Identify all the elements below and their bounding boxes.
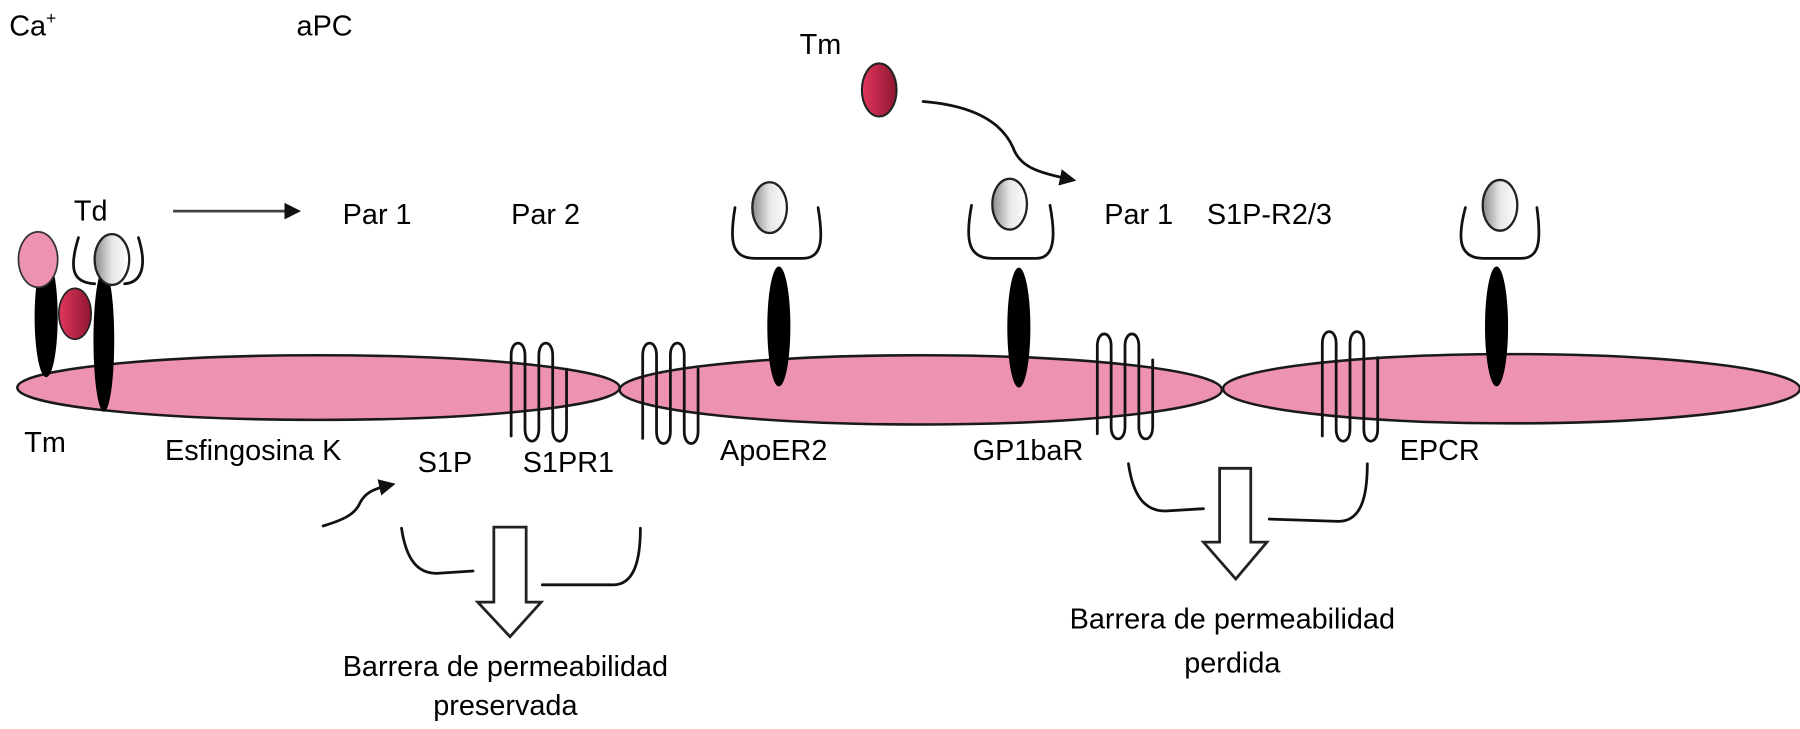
serpentine-receptor-par1 xyxy=(1095,332,1155,441)
cell-membrane xyxy=(16,352,1800,426)
hollow-down-arrow-right xyxy=(1200,466,1270,582)
s1p-r23-label: S1P-R2/3 xyxy=(1207,199,1332,231)
outcome-preserved-line1: Barrera de permeabilidad xyxy=(343,651,668,683)
s1p-label: S1P xyxy=(418,447,473,479)
receptor-arms-icon xyxy=(1459,206,1541,260)
par1-right-label: Par 1 xyxy=(1104,199,1173,231)
pink-protein-icon xyxy=(17,230,59,289)
td-label: Td xyxy=(74,195,108,227)
tm-label: Tm xyxy=(24,427,66,459)
receptor-gp1bar xyxy=(967,177,1055,388)
receptor-epcr xyxy=(1459,178,1541,387)
tm-free-label: Tm xyxy=(800,29,842,61)
tm-td-complex xyxy=(17,230,144,412)
td-stalk xyxy=(93,268,115,412)
membrane-segment-middle xyxy=(618,354,1224,426)
bracket-left xyxy=(400,526,642,587)
esfingosina-k-label: Esfingosina K xyxy=(165,435,341,467)
aPC-ligand-icon xyxy=(751,181,789,235)
receptor-apoer2 xyxy=(731,181,823,387)
serpentine-receptors xyxy=(509,330,1380,445)
receptor-arms-icon xyxy=(72,236,144,286)
epcr-label: EPCR xyxy=(1400,435,1480,467)
serpentine-receptor-s1pr1 xyxy=(641,341,700,445)
receptor-arms-icon xyxy=(731,206,823,260)
thrombin-bound-icon xyxy=(57,287,93,340)
hollow-down-arrow-left xyxy=(474,525,545,639)
gray-protein-icon xyxy=(93,233,131,287)
bracket-right xyxy=(1127,462,1369,523)
serpentine-receptor-s1p-r23 xyxy=(1320,330,1380,443)
s1pr1-label: S1PR1 xyxy=(523,447,614,479)
membrane-segment-right xyxy=(1221,352,1800,425)
receptor-arms-icon xyxy=(967,203,1055,260)
gp1bar-label: GP1baR xyxy=(973,435,1084,467)
apoer2-label: ApoER2 xyxy=(720,435,827,467)
calcium-label: Ca+ xyxy=(9,8,56,43)
outcome-lost-line2: perdida xyxy=(1184,647,1281,679)
serpentine-receptor-par2 xyxy=(509,341,568,443)
outcome-preserved-line2: preservada xyxy=(433,690,578,722)
outcome-lost-line1: Barrera de permeabilidad xyxy=(1070,604,1395,636)
curved-arrow xyxy=(921,100,1077,186)
free-thrombin-icon xyxy=(860,62,898,118)
apc-label: aPC xyxy=(297,11,353,43)
par2-label: Par 2 xyxy=(511,199,580,231)
aPC-ligand-icon xyxy=(991,177,1029,231)
aPC-ligand-icon xyxy=(1481,178,1519,232)
par1-left-label: Par 1 xyxy=(343,199,412,231)
s1p-arrow xyxy=(321,479,396,528)
